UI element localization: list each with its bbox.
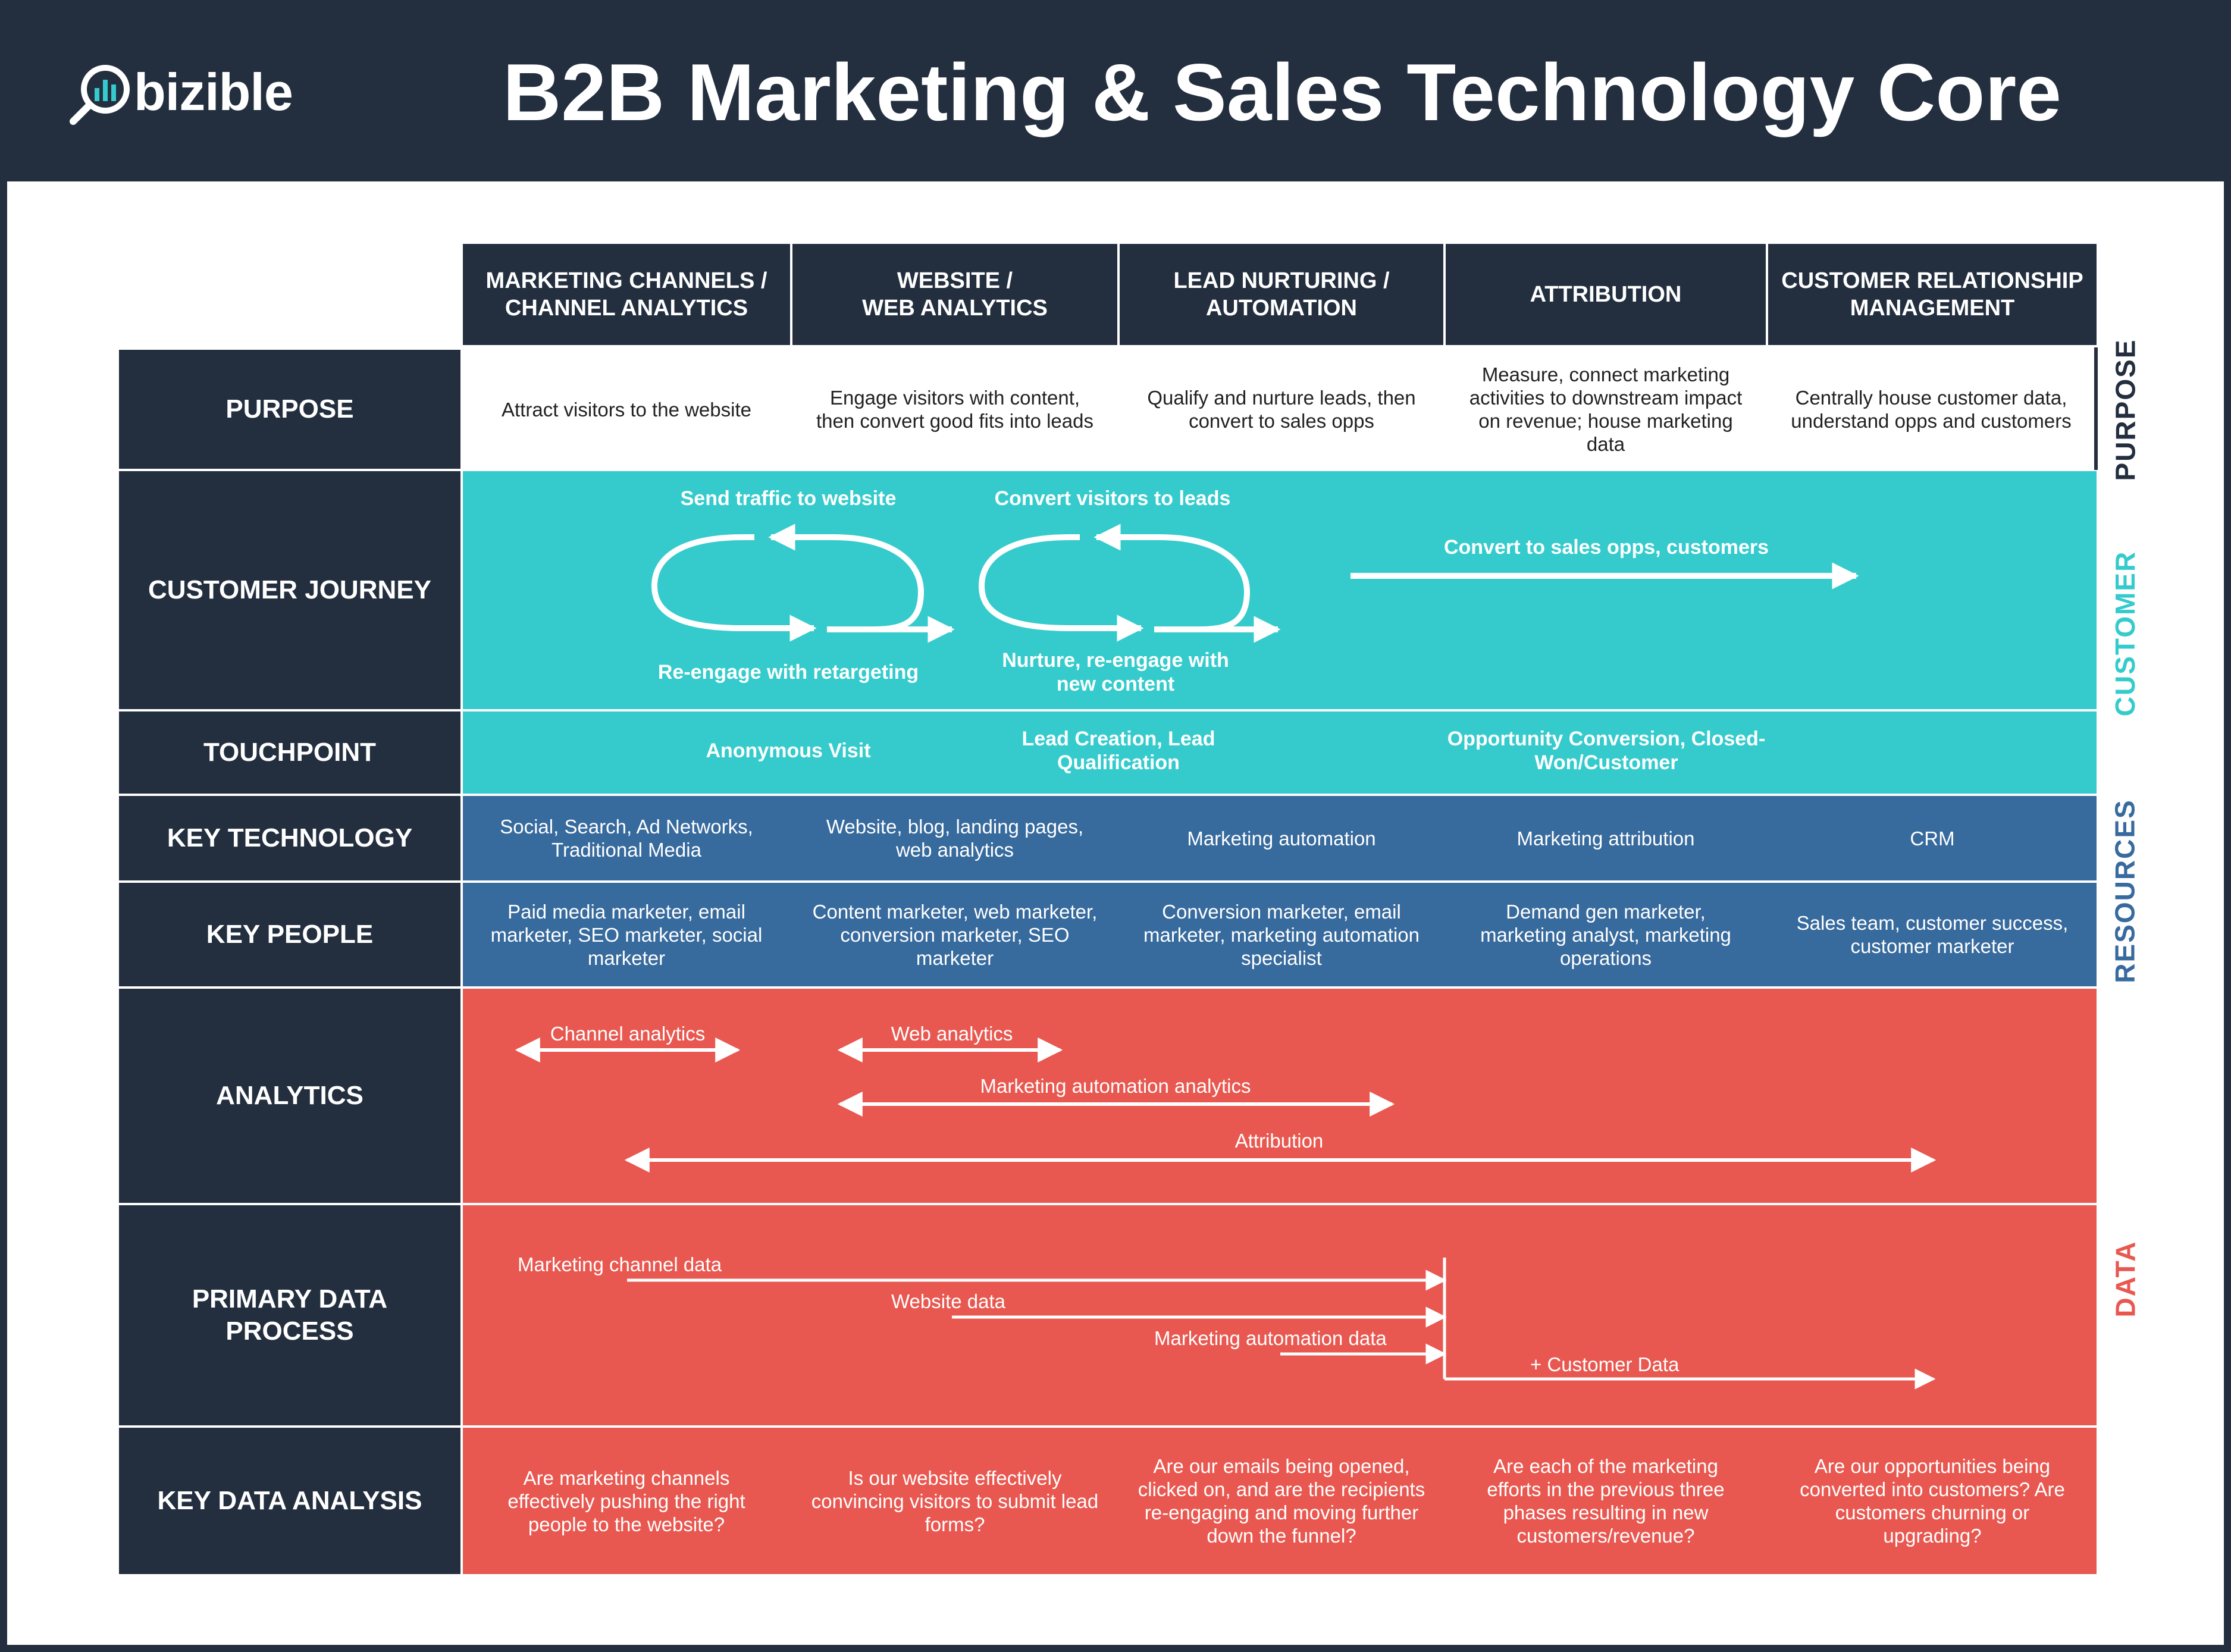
- row-header-purpose: PURPOSE: [119, 350, 460, 469]
- primary-customer-data-label: + Customer Data: [1530, 1353, 1679, 1375]
- people-cell: Content marketer, web marketer, conversi…: [812, 900, 1098, 969]
- column-header-line: CUSTOMER RELATIONSHIP: [1781, 268, 2083, 293]
- column-header-line: MARKETING CHANNELS /: [485, 268, 767, 293]
- key-data-cell: Are our opportunities being converted in…: [1800, 1455, 2065, 1547]
- touchpoint-lead-creation: Lead Creation, Lead Qualification: [1022, 728, 1215, 774]
- magnifier-chart-icon: [70, 65, 130, 125]
- column-header-marketing-channels: MARKETING CHANNELS / CHANNEL ANALYTICS: [463, 244, 790, 345]
- column-header-line: CHANNEL ANALYTICS: [505, 296, 748, 321]
- journey-nurture-label: Nurture, re-engage with new content: [1002, 649, 1229, 695]
- touchpoint-band: [463, 711, 2097, 794]
- people-cell: Paid media marketer, email marketer, SEO…: [490, 900, 763, 969]
- row-header-key-people: KEY PEOPLE: [119, 883, 460, 986]
- row-header-label: PRIMARY DATA: [192, 1284, 388, 1314]
- column-header-line: ATTRIBUTION: [1530, 282, 1682, 307]
- row-header-label: KEY PEOPLE: [206, 920, 374, 949]
- technology-cell: Social, Search, Ad Networks, Traditional…: [500, 816, 753, 861]
- row-header-label: TOUCHPOINT: [203, 738, 377, 767]
- customer-journey-band: [463, 471, 2097, 709]
- technology-cell: CRM: [1910, 827, 1955, 849]
- row-header-touchpoint: TOUCHPOINT: [119, 711, 460, 794]
- technology-cell: Marketing attribution: [1516, 827, 1695, 849]
- people-cell: Demand gen marketer, marketing analyst, …: [1480, 900, 1731, 969]
- row-header-label: KEY TECHNOLOGY: [167, 823, 413, 852]
- journey-loop-arrow: [768, 524, 925, 632]
- row-header-key-data-analysis: KEY DATA ANALYSIS: [119, 1428, 460, 1574]
- row-header-customer-journey: CUSTOMER JOURNEY: [119, 471, 460, 709]
- journey-send-traffic-label: Send traffic to website: [680, 487, 897, 510]
- journey-convert-visitors-label: Convert visitors to leads: [994, 487, 1231, 510]
- purpose-cell: Engage visitors with content, then conve…: [816, 387, 1093, 432]
- people-cell: Conversion marketer, email marketer, mar…: [1143, 900, 1420, 969]
- journey-loop-arrow: [978, 534, 1144, 642]
- journey-loop-arrow: [651, 534, 817, 642]
- key-data-cell: Are marketing channels effectively pushi…: [507, 1466, 745, 1535]
- column-header-website: WEBSITE / WEB ANALYTICS: [792, 244, 1117, 345]
- technology-cell: Marketing automation: [1187, 827, 1376, 849]
- row-header-label: CUSTOMER JOURNEY: [148, 575, 431, 604]
- primary-channel-data-label: Marketing channel data: [518, 1253, 722, 1275]
- column-header-line: LEAD NURTURING /: [1173, 268, 1390, 293]
- key-data-analysis-band: [463, 1428, 2097, 1574]
- logo-text: bizible: [134, 62, 293, 121]
- primary-data-band: [463, 1205, 2097, 1425]
- touchpoint-opportunity: Opportunity Conversion, Closed-Won/Custo…: [1447, 728, 1766, 774]
- journey-convert-opps-label: Convert to sales opps, customers: [1443, 536, 1769, 559]
- purpose-cell: Centrally house customer data, understan…: [1791, 387, 2072, 432]
- column-header-line: WEBSITE /: [897, 268, 1013, 293]
- key-data-cell: Are each of the marketing efforts in the…: [1487, 1455, 1725, 1547]
- page-title: B2B Marketing & Sales Technology Core: [503, 47, 2061, 137]
- column-header-crm: CUSTOMER RELATIONSHIP MANAGEMENT: [1768, 244, 2097, 345]
- column-header-line: AUTOMATION: [1205, 296, 1357, 321]
- column-header-attribution: ATTRIBUTION: [1446, 244, 1766, 345]
- purpose-right-border: [2094, 347, 2098, 470]
- row-header-key-technology: KEY TECHNOLOGY: [119, 796, 460, 880]
- technology-cell: Website, blog, landing pages, web analyt…: [826, 816, 1084, 861]
- primary-automation-data-label: Marketing automation data: [1154, 1327, 1387, 1349]
- journey-reengage-label: Re-engage with retargeting: [657, 661, 919, 684]
- key-data-cell: Is our website effectively convincing vi…: [811, 1466, 1099, 1535]
- row-header-label: KEY DATA ANALYSIS: [157, 1486, 422, 1515]
- people-cell: Sales team, customer success, customer m…: [1796, 912, 2069, 957]
- key-data-cell: Are our emails being opened, clicked on,…: [1138, 1455, 1425, 1547]
- touchpoint-anonymous-visit: Anonymous Visit: [706, 739, 871, 762]
- row-header-analytics: ANALYTICS: [119, 989, 460, 1203]
- row-header-label: PURPOSE: [225, 394, 354, 424]
- row-header-label: PROCESS: [225, 1316, 354, 1346]
- purpose-cell: Attract visitors to the website: [502, 398, 751, 421]
- bizible-logo[interactable]: bizible: [68, 59, 294, 131]
- column-header-line: WEB ANALYTICS: [862, 296, 1048, 321]
- primary-website-data-label: Website data: [891, 1290, 1006, 1312]
- journey-loop-arrow: [1093, 524, 1251, 632]
- key-technology-band: [463, 796, 2097, 880]
- purpose-cell: Qualify and nurture leads, then convert …: [1147, 387, 1416, 432]
- header-bar: [0, 0, 2231, 181]
- row-header-label: ANALYTICS: [216, 1081, 364, 1110]
- key-people-band: [463, 883, 2097, 986]
- column-header-lead-nurturing: LEAD NURTURING / AUTOMATION: [1120, 244, 1443, 345]
- column-header-line: MANAGEMENT: [1850, 296, 2015, 321]
- purpose-cell: Measure, connect marketing activities to…: [1469, 363, 1743, 455]
